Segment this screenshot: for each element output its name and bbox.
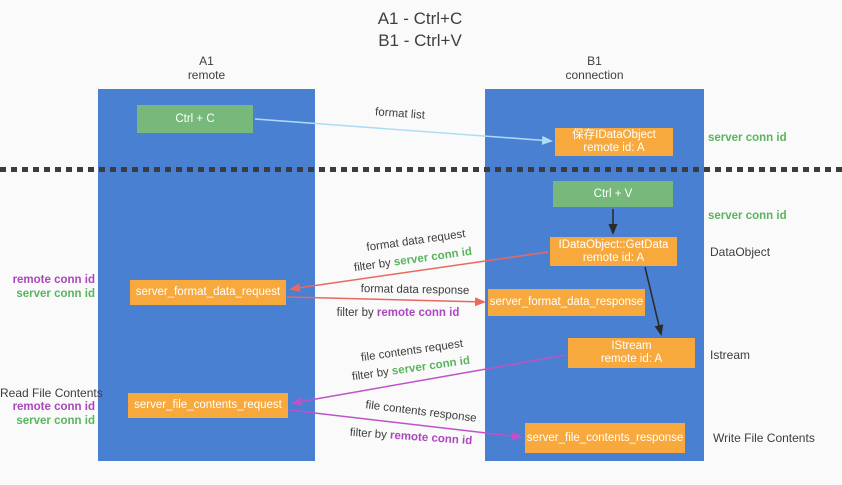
node-idataobject-getdata: IDataObject::GetData remote id: A xyxy=(550,237,677,266)
node-server-format-data-response-label: server_format_data_response xyxy=(489,296,644,308)
title-line-1: A1 - Ctrl+C xyxy=(377,9,463,28)
label-left-server-conn-id-2: server conn id xyxy=(16,415,95,427)
label-read-file-contents: Read File Contents xyxy=(0,386,103,400)
node-save-idataobject: 保存IDataObject remote id: A xyxy=(555,128,673,156)
node-ctrl-c: Ctrl + C xyxy=(137,105,253,133)
node-idataobject-getdata-line1: IDataObject::GetData xyxy=(558,238,669,251)
lane-a1-name: A1 xyxy=(199,54,214,68)
node-server-file-contents-request: server_file_contents_request xyxy=(128,393,288,418)
node-server-file-contents-response: server_file_contents_response xyxy=(525,423,685,453)
label-format-data-response: format data response xyxy=(360,283,470,297)
label-filter-by-remote-conn-id-1: filter by remote conn id xyxy=(336,307,460,319)
arrow-format-data-request xyxy=(289,251,549,293)
session-divider-dotted-line xyxy=(0,167,842,172)
lane-header-b1: B1 connection xyxy=(485,54,704,82)
label-left-remote-conn-id-2: remote conn id xyxy=(12,401,95,413)
arrow-format-list xyxy=(254,118,553,145)
label-server-conn-id-right-top: server conn id xyxy=(708,132,787,144)
lane-header-a1: A1 remote xyxy=(98,54,315,82)
node-save-idataobject-line2: remote id: A xyxy=(583,142,645,154)
node-istream-line1: IStream xyxy=(611,340,652,352)
arrow-format-data-response xyxy=(286,296,486,307)
node-server-format-data-request: server_format_data_request xyxy=(130,280,286,305)
label-istream-side: Istream xyxy=(710,348,751,362)
arrow-file-contents-response xyxy=(288,409,523,441)
node-server-file-contents-request-label: server_file_contents_request xyxy=(134,399,282,411)
label-server-conn-id-right-mid: server conn id xyxy=(708,210,787,222)
lane-b1-role: connection xyxy=(565,68,624,82)
label-left-conn-ids-top: remote conn id server conn id xyxy=(0,273,95,301)
node-ctrl-c-label: Ctrl + C xyxy=(175,112,215,125)
lane-b1-name: B1 xyxy=(587,54,602,68)
node-idataobject-getdata-line2: remote id: A xyxy=(582,251,645,264)
node-ctrl-v-label: Ctrl + V xyxy=(593,187,633,200)
arrow-getdata-to-istream xyxy=(644,266,664,336)
node-save-idataobject-line1: 保存IDataObject xyxy=(572,129,656,141)
node-server-format-data-response: server_format_data_response xyxy=(488,289,645,316)
diagram-title: A1 - Ctrl+C B1 - Ctrl+V xyxy=(260,8,580,52)
label-left-conn-ids-bottom: Read File Contents remote conn id server… xyxy=(0,386,103,428)
node-istream-line2: remote id: A xyxy=(600,353,663,365)
node-ctrl-v: Ctrl + V xyxy=(553,181,673,207)
label-write-file-contents: Write File Contents xyxy=(713,431,815,445)
node-server-format-data-request-label: server_format_data_request xyxy=(135,286,281,298)
node-server-file-contents-response-label: server_file_contents_response xyxy=(526,431,684,444)
label-dataobject: DataObject xyxy=(710,245,771,259)
title-line-2: B1 - Ctrl+V xyxy=(378,31,462,50)
arrow-file-contents-request xyxy=(291,354,567,406)
label-left-remote-conn-id-1: remote conn id xyxy=(12,274,95,286)
node-istream: IStream remote id: A xyxy=(568,338,695,368)
lane-a1-role: remote xyxy=(187,68,226,82)
label-left-server-conn-id-1: server conn id xyxy=(16,288,95,300)
